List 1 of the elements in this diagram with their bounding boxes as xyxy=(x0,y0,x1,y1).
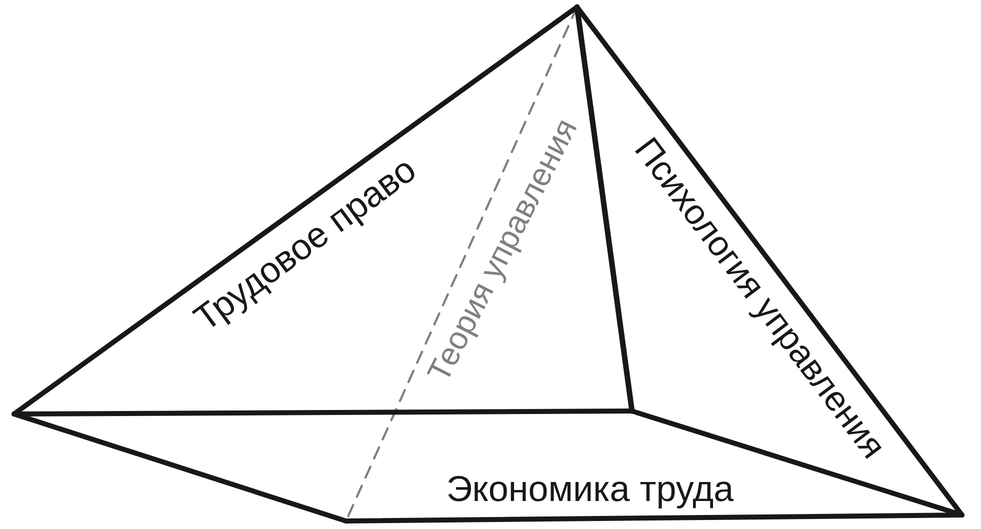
base-label: Экономика труда xyxy=(446,471,734,507)
